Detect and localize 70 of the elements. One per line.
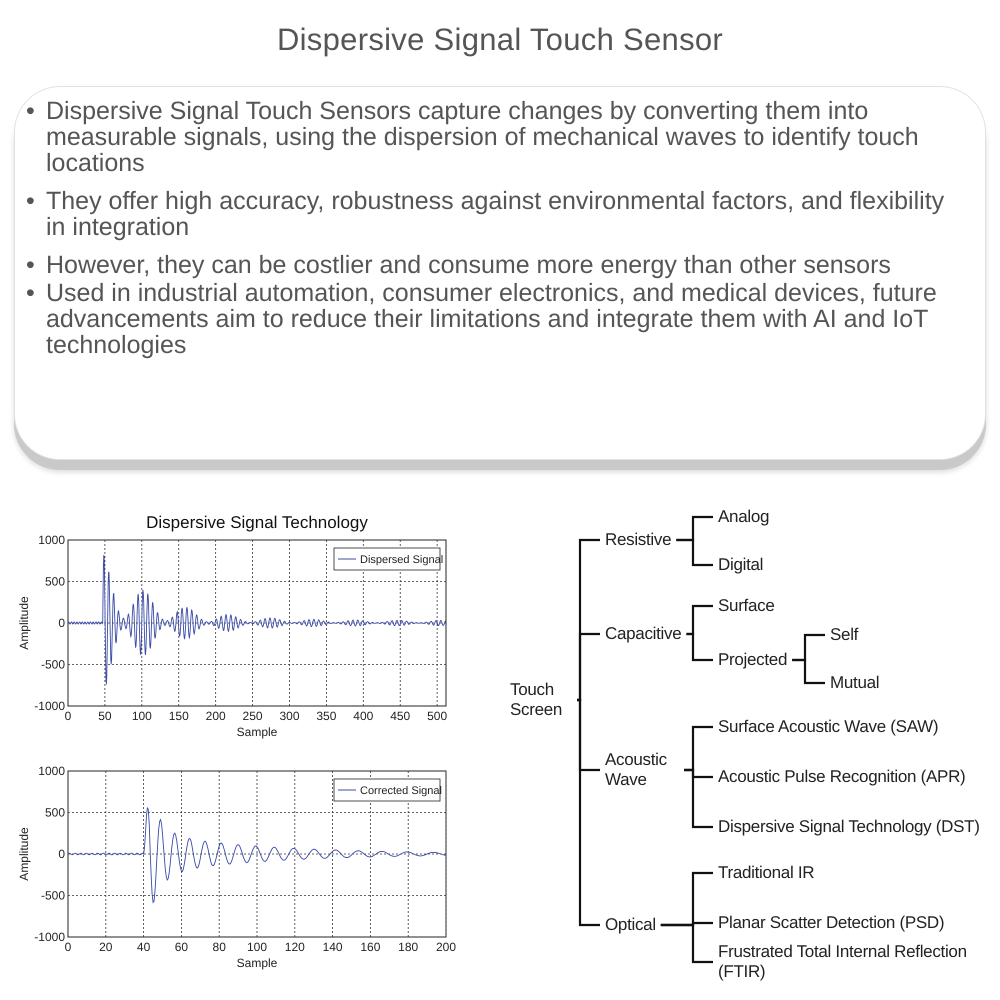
bullet-marker: • <box>26 188 36 217</box>
tick-label: 200 <box>436 940 456 954</box>
tick-label: 0 <box>58 616 65 630</box>
tick-label: 50 <box>98 709 112 723</box>
tree-label: Touch Screen <box>505 680 577 720</box>
tick-label: 120 <box>284 940 305 954</box>
tick-label: 200 <box>206 709 226 723</box>
tick-label: 450 <box>390 709 410 723</box>
connector-line <box>684 768 713 828</box>
chart-title: Dispersive Signal Technology <box>146 513 368 532</box>
tree-label: Surface <box>713 596 780 616</box>
tick-label: -1000 <box>34 930 65 944</box>
bullet-text: Used in industrial automation, consumer electronics, and medical devices, future advancements aim to reduce their limitations and integrate them with AI and IoT technologies <box>46 280 938 358</box>
tree-label: Traditional IR <box>713 863 820 883</box>
connector-line <box>676 538 713 566</box>
tick-label: 400 <box>353 709 374 723</box>
tick-label: 100 <box>132 709 152 723</box>
tree-label: Acoustic Wave <box>600 750 684 790</box>
axis-title: Amplitude <box>17 827 31 881</box>
tree-label: Self <box>825 625 864 645</box>
tree-label: Frustrated Total Internal Reflection (FTIR) <box>713 942 1000 982</box>
tree-label: Mutual <box>825 673 884 693</box>
tick-label: 150 <box>168 709 189 723</box>
connector-line <box>660 924 713 964</box>
axis-title: Amplitude <box>17 596 31 650</box>
tick-label: 160 <box>360 940 380 954</box>
tree-label: Capacitive <box>600 624 686 644</box>
bullet-marker: • <box>26 98 36 127</box>
page-title: Dispersive Signal Touch Sensor <box>276 22 724 58</box>
tree-label: Projected <box>713 650 792 670</box>
tick-label: -500 <box>40 888 65 902</box>
tick-label: 300 <box>279 709 300 723</box>
connector-line <box>577 632 600 702</box>
axis-title: Sample <box>236 725 278 739</box>
tick-label: 0 <box>64 709 72 723</box>
tick-label: 60 <box>174 940 188 954</box>
tick-label: 500 <box>44 574 65 588</box>
tree-label: Resistive <box>600 530 676 550</box>
tick-label: 1000 <box>38 533 65 547</box>
bullet-marker: • <box>26 252 36 278</box>
tick-label: -500 <box>40 658 65 672</box>
tick-label: 100 <box>246 940 268 954</box>
tick-label: 1000 <box>38 764 65 778</box>
tree-label: Acoustic Pulse Recognition (APR) <box>713 767 970 787</box>
tick-label: 500 <box>427 709 448 723</box>
tree-label: Planar Scatter Detection (PSD) <box>713 913 950 933</box>
tree-label: Analog <box>713 507 774 527</box>
tick-label: 140 <box>322 940 343 954</box>
bullet-marker: • <box>26 280 36 309</box>
bullet-text: However, they can be costlier and consume more energy than other sensors <box>46 252 892 278</box>
tick-label: -1000 <box>34 699 65 713</box>
tick-label: 250 <box>242 709 263 723</box>
tick-label: 40 <box>136 940 150 954</box>
tick-label: 350 <box>316 709 336 723</box>
connector-line <box>792 658 825 684</box>
axis-title: Sample <box>236 956 278 970</box>
bullet-text: They offer high accuracy, robustness against environmental factors, and flexibility in integration <box>46 188 946 240</box>
tick-label: 0 <box>58 847 65 861</box>
tick-label: 80 <box>212 940 226 954</box>
tick-label: 180 <box>398 940 418 954</box>
bullet-text: Dispersive Signal Touch Sensors capture changes by converting them into measurable signals, using the dispersion of mechanical waves to identify touch locations <box>46 98 920 176</box>
tree-label: Surface Acoustic Wave (SAW) <box>713 717 944 737</box>
connector-line <box>686 632 713 662</box>
tick-label: 20 <box>99 940 112 954</box>
tree-label: Digital <box>713 555 768 575</box>
tick-label: 0 <box>64 940 72 954</box>
tick-label: 500 <box>44 806 65 820</box>
connector-line <box>577 698 600 926</box>
tree-label: Optical <box>600 915 661 935</box>
tree-label: Dispersive Signal Technology (DST) <box>713 817 985 837</box>
